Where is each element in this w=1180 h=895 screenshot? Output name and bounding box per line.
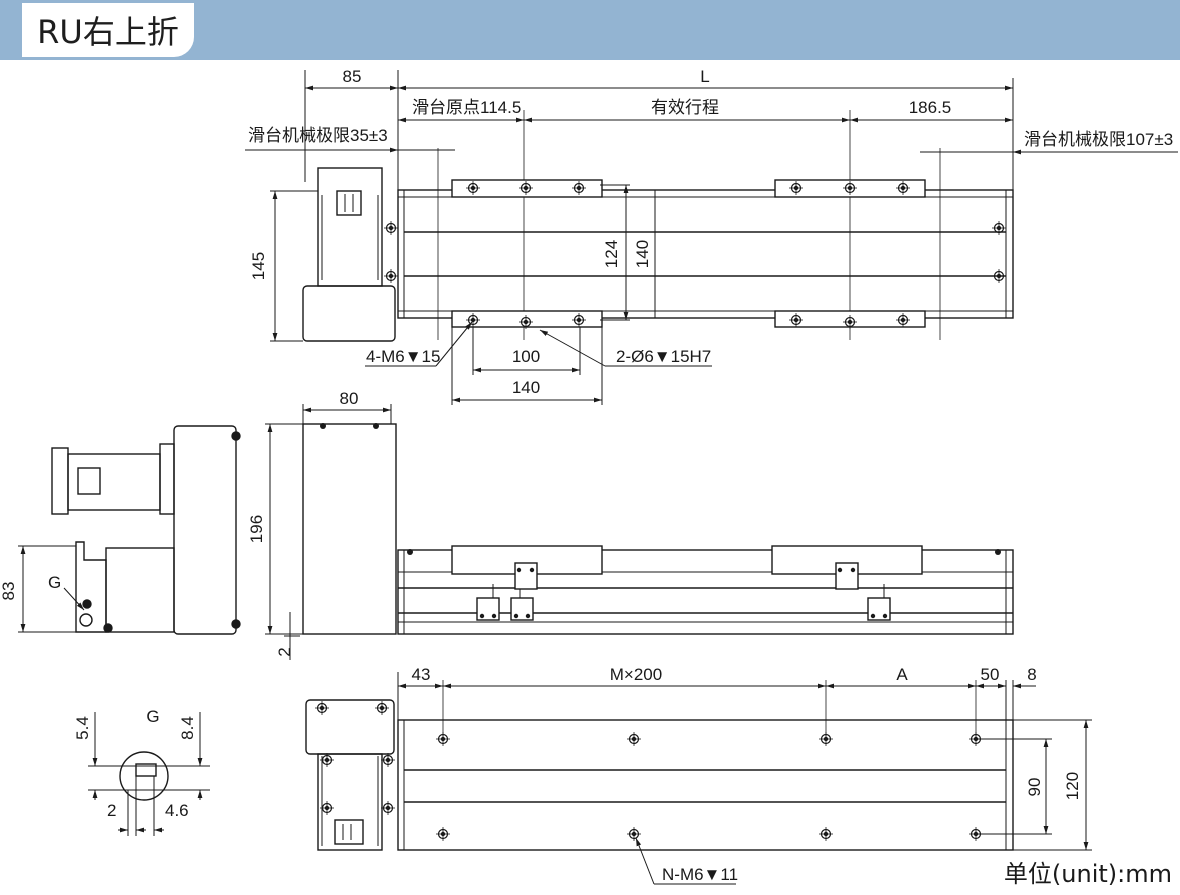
dim-pitch-inner: 100 — [512, 347, 540, 366]
dim-rail-inner: 124 — [602, 240, 621, 268]
dim-bottom-outer: 120 — [1063, 772, 1082, 800]
title-tab: RU右上折 — [22, 3, 194, 57]
dim-bottom-pitch: M×200 — [610, 665, 662, 684]
dim-bottom-start: 43 — [412, 665, 431, 684]
label-bottom-holes: N-M6▼11 — [662, 865, 738, 884]
dim-side-offset: 83 — [0, 582, 18, 601]
dim-limit-left: 滑台机械极限35±3 — [248, 126, 388, 145]
detail-g — [88, 712, 210, 836]
unit-label: 单位(unit):mm — [1004, 860, 1172, 888]
dim-origin: 滑台原点114.5 — [412, 98, 521, 117]
dim-bottom-inner: 90 — [1025, 778, 1044, 797]
dim-side-base: 2 — [275, 647, 294, 656]
dim-limit-right: 滑台机械极限107±3 — [1024, 130, 1173, 149]
label-holes-m6: 4-M6▼15 — [366, 347, 440, 366]
dim-stroke: 有效行程 — [651, 98, 719, 117]
top-view-holes — [383, 180, 1007, 330]
dim-detail-bottom-left: 2 — [107, 801, 116, 820]
label-g-callout: G — [48, 573, 61, 592]
side-view — [18, 404, 1014, 660]
dim-pitch-outer: 140 — [512, 378, 540, 397]
bottom-view — [305, 672, 1092, 885]
dim-bottom-end: 50 — [981, 665, 1000, 684]
dim-end-offset: 186.5 — [909, 98, 952, 117]
dim-bottom-edge: 8 — [1027, 665, 1036, 684]
bottom-view-holes — [314, 700, 984, 842]
dim-motor-length: 85 — [343, 67, 362, 86]
dim-side-height: 196 — [247, 515, 266, 543]
dim-bottom-a: A — [896, 665, 908, 684]
detail-g-label: G — [146, 707, 159, 726]
dim-rail-outer: 140 — [633, 240, 652, 268]
dim-detail-left: 5.4 — [73, 716, 92, 740]
dim-motor-height: 145 — [249, 252, 268, 280]
dim-detail-right: 8.4 — [178, 716, 197, 740]
dim-total-length: L — [700, 67, 709, 86]
label-holes-pin: 2-Ø6▼15H7 — [616, 347, 711, 366]
title-banner — [0, 0, 1180, 60]
dim-detail-bottom-right: 4.6 — [165, 801, 189, 820]
page-title: RU右上折 — [37, 13, 179, 51]
top-view — [245, 70, 1178, 405]
side-view-dots — [320, 423, 1001, 619]
dim-motor-width: 80 — [340, 389, 359, 408]
